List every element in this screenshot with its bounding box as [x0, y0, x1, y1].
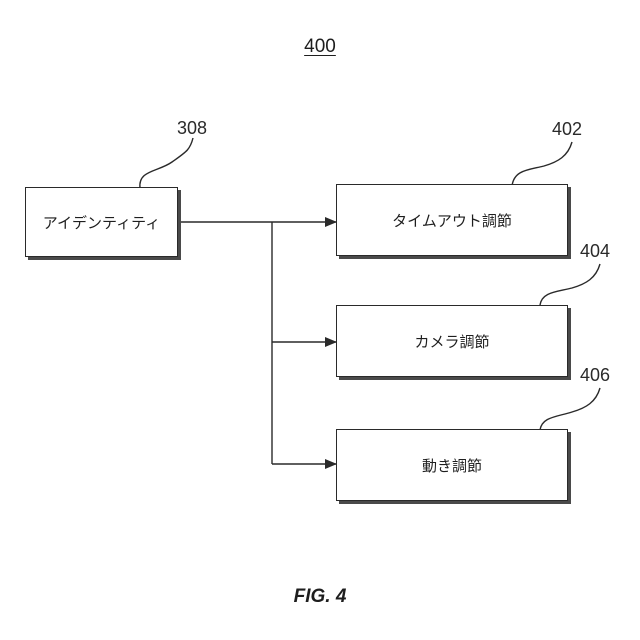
motion-adjustment-box: 動き調節 — [336, 429, 568, 501]
timeout-adjustment-label: タイムアウト調節 — [392, 210, 512, 231]
ref-numeral-308: 308 — [177, 118, 207, 139]
identity-label: アイデンティティ — [43, 212, 160, 233]
ref-numeral-404: 404 — [580, 241, 610, 262]
figure-caption: FIG. 4 — [270, 586, 370, 608]
leader-line-404 — [540, 264, 600, 305]
ref-numeral-402: 402 — [552, 119, 582, 140]
leader-line-406 — [540, 388, 600, 430]
timeout-adjustment-box: タイムアウト調節 — [336, 184, 568, 256]
motion-adjustment-label: 動き調節 — [422, 455, 482, 476]
leader-line-402 — [512, 142, 572, 186]
camera-adjustment-label: カメラ調節 — [414, 331, 489, 352]
identity-box: アイデンティティ — [25, 187, 178, 257]
camera-adjustment-box: カメラ調節 — [336, 305, 568, 377]
ref-numeral-406: 406 — [580, 365, 610, 386]
leader-line-308 — [140, 138, 193, 188]
